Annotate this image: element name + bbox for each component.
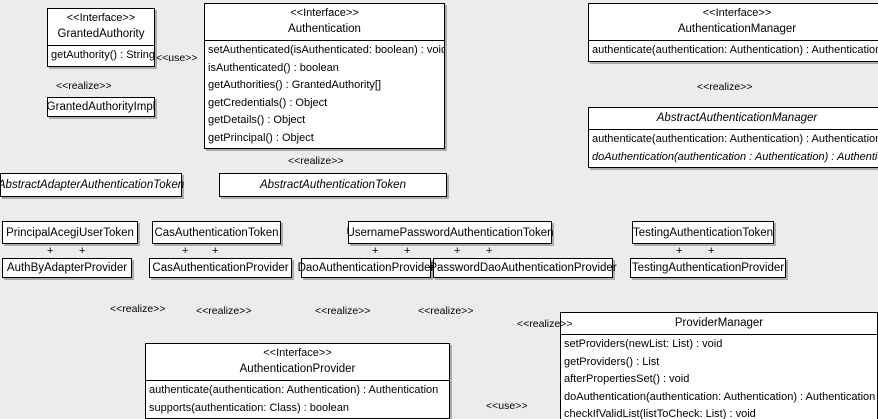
edge-label-realize-casauthenticationprovider: <<realize>>: [196, 305, 252, 317]
multiplicity-marker: +: [212, 245, 219, 257]
class-abstract-authentication-manager[interactable]: AbstractAuthenticationManager authentica…: [588, 107, 878, 168]
class-name: AbstractAuthenticationToken: [260, 179, 406, 191]
operations-compartment: getAuthority() : String: [48, 45, 154, 66]
class-testing-authentication-provider[interactable]: TestingAuthenticationProvider: [630, 258, 786, 278]
class-abstract-authentication-token[interactable]: AbstractAuthenticationToken: [219, 173, 447, 197]
edge-label-use-providermanager-authenticationprovider: <<use>>: [486, 400, 528, 412]
multiplicity-marker: +: [404, 245, 411, 257]
multiplicity-marker: +: [79, 245, 86, 257]
class-name: AuthenticationProvider: [239, 363, 356, 375]
class-header: AbstractAuthenticationManager: [589, 108, 878, 129]
operation: getAuthority() : String: [51, 49, 154, 61]
operations-compartment: authenticate(authentication: Authenticat…: [589, 40, 878, 61]
class-header: ProviderManager: [561, 313, 877, 334]
operation: doAuthentication(authentication: Authent…: [564, 390, 876, 403]
operations-compartment: authenticate(authentication: Authenticat…: [589, 129, 878, 167]
multiplicity-marker: +: [372, 245, 379, 257]
multiplicity-marker: +: [182, 245, 189, 257]
class-authentication[interactable]: <<Interface>> Authentication setAuthenti…: [204, 3, 445, 149]
edge-label-realize-testingauthenticationprovider: <<realize>>: [517, 318, 573, 330]
class-name: ProviderManager: [674, 317, 764, 329]
class-name: CasAuthenticationProvider: [152, 262, 289, 274]
class-principal-acegi-user-token[interactable]: PrincipalAcegiUserToken: [2, 221, 138, 244]
class-name: GrantedAuthority: [57, 28, 145, 40]
class-name: AuthenticationManager: [677, 23, 797, 35]
class-authentication-provider[interactable]: <<Interface>> AuthenticationProvider aut…: [145, 343, 450, 419]
operation: isAuthenticated() : boolean: [208, 61, 339, 74]
class-name: Authentication: [288, 23, 361, 35]
class-dao-authentication-provider[interactable]: DaoAuthenticationProvider: [298, 258, 434, 278]
multiplicity-marker: +: [47, 245, 54, 257]
class-cas-authentication-provider[interactable]: CasAuthenticationProvider: [149, 258, 292, 278]
class-header: <<Interface>> AuthenticationManager: [589, 4, 878, 40]
class-granted-authority[interactable]: <<Interface>> GrantedAuthority getAuthor…: [47, 8, 155, 67]
class-name: GrantedAuthorityImpl: [46, 101, 156, 113]
operation: getProviders() : List: [564, 355, 660, 368]
stereotype-label: <<Interface>>: [66, 12, 136, 24]
class-auth-by-adapter-provider[interactable]: AuthByAdapterProvider: [2, 258, 132, 278]
operation: doAuthentication(authentication : Authen…: [592, 150, 878, 163]
class-header: <<Interface>> GrantedAuthority: [48, 9, 154, 45]
class-name: CasAuthenticationToken: [154, 226, 279, 239]
class-provider-manager[interactable]: ProviderManager setProviders(newList: Li…: [560, 312, 878, 419]
multiplicity-marker: +: [708, 245, 715, 257]
operation: supports(authentication: Class) : boolea…: [149, 401, 349, 414]
edge-label-realize-grantedauthorityimpl: <<realize>>: [56, 80, 112, 92]
edge-label-use-authentication-grantedauthority: <<use>>: [156, 52, 198, 64]
class-cas-authentication-token[interactable]: CasAuthenticationToken: [152, 221, 281, 244]
class-name: AuthByAdapterProvider: [6, 262, 128, 274]
edge-label-realize-abstractauthenticationmanager: <<realize>>: [697, 81, 753, 93]
edge-label-realize-authbyadapterprovider: <<realize>>: [110, 303, 166, 315]
class-header: <<Interface>> Authentication: [205, 4, 444, 40]
class-password-dao-authentication-provider[interactable]: PasswordDaoAuthenticationProvider: [429, 258, 617, 278]
multiplicity-marker: +: [486, 245, 493, 257]
edge-label-realize-daoauthenticationprovider: <<realize>>: [315, 305, 371, 317]
class-name: TestingAuthenticationToken: [633, 226, 774, 239]
multiplicity-marker: +: [676, 245, 683, 257]
operation: afterPropertiesSet() : void: [564, 373, 690, 385]
multiplicity-marker: +: [454, 245, 461, 257]
class-granted-authority-impl[interactable]: GrantedAuthorityImpl: [47, 97, 155, 117]
operation: getDetails() : Object: [208, 114, 306, 126]
class-testing-authentication-token[interactable]: TestingAuthenticationToken: [632, 221, 774, 244]
class-header: <<Interface>> AuthenticationProvider: [146, 344, 449, 380]
edge-label-realize-abstractauthenticationtoken: <<realize>>: [288, 155, 344, 167]
class-name: PasswordDaoAuthenticationProvider: [429, 262, 617, 274]
operation: authenticate(authentication: Authenticat…: [592, 44, 878, 56]
operations-compartment: setProviders(newList: List) : void getPr…: [561, 334, 877, 419]
class-authentication-manager[interactable]: <<Interface>> AuthenticationManager auth…: [588, 3, 878, 62]
class-name: AbstractAuthenticationManager: [656, 112, 818, 124]
class-name: PrincipalAcegiUserToken: [6, 226, 134, 239]
operation: checkIfValidList(listToCheck: List) : vo…: [564, 408, 756, 419]
class-abstract-adapter-authentication-token[interactable]: AbstractAdapterAuthenticationToken: [0, 173, 184, 197]
class-username-password-authentication-token[interactable]: UsernamePasswordAuthenticationToken: [346, 221, 554, 244]
class-name: DaoAuthenticationProvider: [297, 262, 435, 274]
stereotype-label: <<Interface>>: [702, 7, 772, 19]
operation: getPrincipal() : Object: [208, 131, 314, 144]
edge-label-realize-passworddaoauthenticationprovider: <<realize>>: [418, 305, 474, 317]
class-name: TestingAuthenticationProvider: [631, 262, 785, 274]
class-name: UsernamePasswordAuthenticationToken: [346, 226, 554, 239]
operation: getAuthorities() : GrantedAuthority[]: [208, 79, 382, 91]
operation: getCredentials() : Object: [208, 96, 328, 109]
operation: authenticate(authentication: Authenticat…: [592, 133, 878, 145]
operations-compartment: authenticate(authentication: Authenticat…: [146, 380, 449, 418]
stereotype-label: <<Interface>>: [290, 7, 359, 19]
stereotype-label: <<Interface>>: [263, 347, 332, 359]
operations-compartment: setAuthenticated(isAuthenticated: boolea…: [205, 40, 444, 148]
operation: authenticate(authentication: Authenticat…: [149, 384, 439, 396]
class-name: AbstractAdapterAuthenticationToken: [0, 179, 185, 191]
operation: setAuthenticated(isAuthenticated: boolea…: [208, 44, 444, 56]
operation: setProviders(newList: List) : void: [564, 338, 723, 350]
